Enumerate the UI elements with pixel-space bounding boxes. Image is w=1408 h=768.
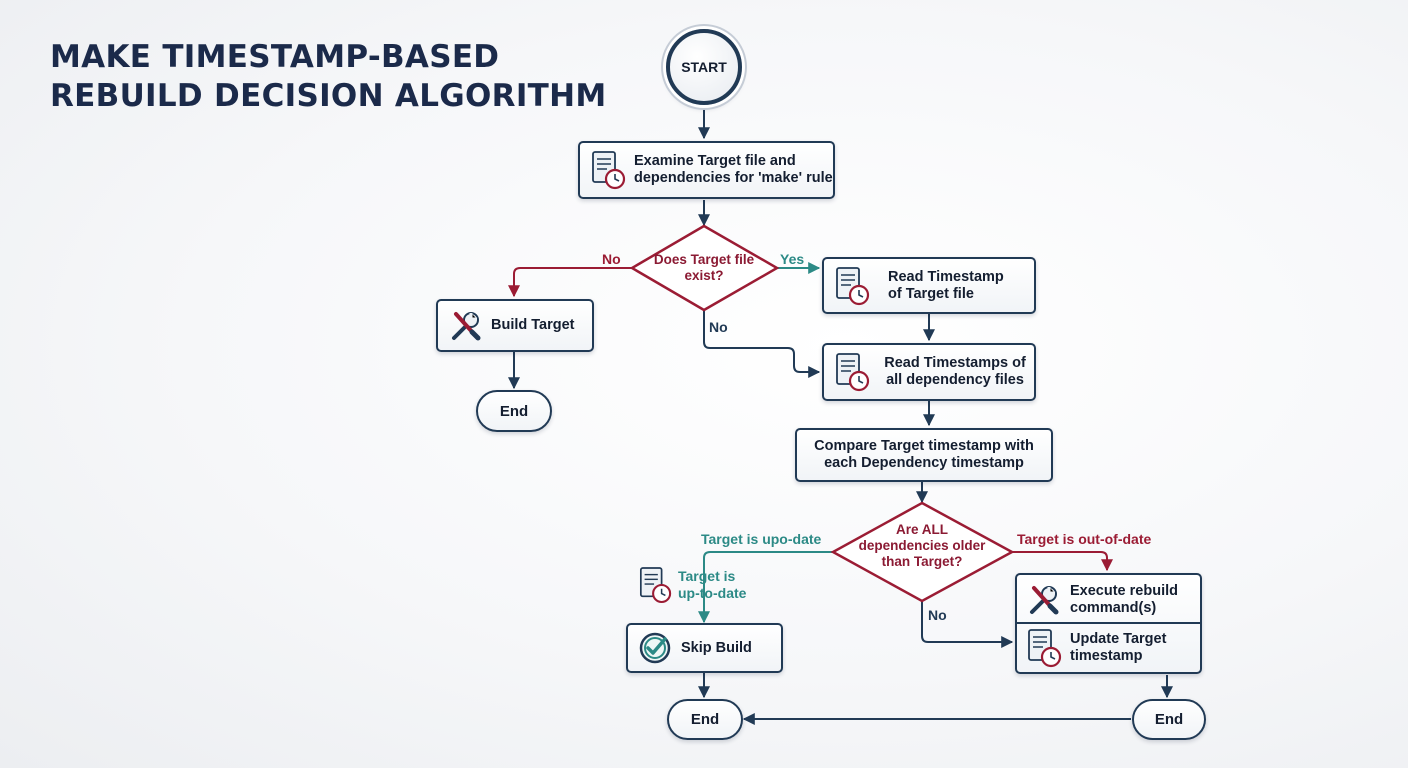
end-right-label: End	[1154, 711, 1184, 728]
document-clock-icon	[1026, 628, 1062, 668]
edge-label-outof-date: Target is out-of-date	[1017, 531, 1152, 547]
decision-exist-label: Does Target file exist?	[653, 252, 755, 283]
stack-divider	[1017, 622, 1200, 624]
up-to-date-note-label: Target is up-to-date	[678, 568, 747, 601]
edge-decision-no-to-build	[508, 267, 632, 298]
update-timestamp-step: Update Target timestamp	[1017, 626, 1200, 670]
document-clock-icon	[590, 150, 626, 190]
end-left-label: End	[499, 402, 529, 420]
document-clock-icon	[638, 566, 672, 604]
check-circle-icon	[637, 630, 673, 666]
edge-label-exist-no-down: No	[709, 319, 728, 335]
end-bottom-label: End	[690, 711, 720, 728]
rebuild-stack: Execute rebuild command(s) Update Target…	[1015, 573, 1202, 674]
document-clock-icon	[834, 266, 870, 306]
start-node: START	[666, 29, 742, 105]
edge-decision-no-to-read-deps	[703, 310, 821, 378]
compare-step: Compare Target timestamp with each Depen…	[795, 428, 1053, 482]
execute-rebuild-step: Execute rebuild command(s)	[1017, 579, 1200, 620]
read-deps-timestamps-label: Read Timestamps of all dependency files	[884, 355, 1026, 388]
edge-decision-no-to-update	[921, 601, 1014, 648]
up-to-date-note: Target is up-to-date	[638, 565, 768, 605]
build-target-step: Build Target	[436, 299, 594, 352]
end-node-left: End	[476, 390, 552, 432]
edge-label-exist-yes: Yes	[780, 251, 805, 267]
edge-decision-upto-to-skip	[698, 551, 833, 624]
wrench-screwdriver-icon	[1026, 582, 1062, 618]
diagram-title: MAKE TIMESTAMP-BASED REBUILD DECISION AL…	[50, 38, 607, 116]
execute-rebuild-label: Execute rebuild command(s)	[1070, 582, 1178, 616]
end-node-right: End	[1132, 699, 1206, 740]
update-timestamp-label: Update Target timestamp	[1070, 631, 1167, 664]
read-target-timestamp-label: Read Timestamp of Target file	[888, 268, 1004, 302]
diagram-title-line-2: REBUILD DECISION ALGORITHM	[50, 78, 607, 114]
diagram-title-line-1: MAKE TIMESTAMP-BASED	[50, 39, 500, 75]
decision-older-label: Are ALL dependencies older than Target?	[858, 522, 986, 569]
examine-step: Examine Target file and dependencies for…	[578, 141, 835, 199]
skip-build-step: Skip Build	[626, 623, 783, 673]
compare-label: Compare Target timestamp with each Depen…	[814, 438, 1034, 471]
edge-label-exist-no: No	[602, 251, 621, 267]
document-clock-icon	[834, 352, 870, 392]
end-node-bottom: End	[667, 699, 743, 740]
examine-label: Examine Target file and dependencies for…	[634, 153, 833, 186]
start-label: START	[681, 59, 727, 75]
skip-build-label: Skip Build	[681, 639, 752, 656]
read-target-timestamp-step: Read Timestamp of Target file	[822, 257, 1036, 314]
decision-diamond-exist	[629, 224, 780, 312]
read-deps-timestamps-step: Read Timestamps of all dependency files	[822, 343, 1036, 401]
edge-label-upto-date: Target is upo-date	[701, 531, 822, 547]
decision-diamond-older	[830, 501, 1015, 603]
wrench-screwdriver-icon	[448, 308, 484, 344]
edge-decision-outof-to-execute	[1012, 551, 1113, 572]
edge-label-older-no: No	[928, 607, 947, 623]
build-target-label: Build Target	[491, 317, 575, 333]
